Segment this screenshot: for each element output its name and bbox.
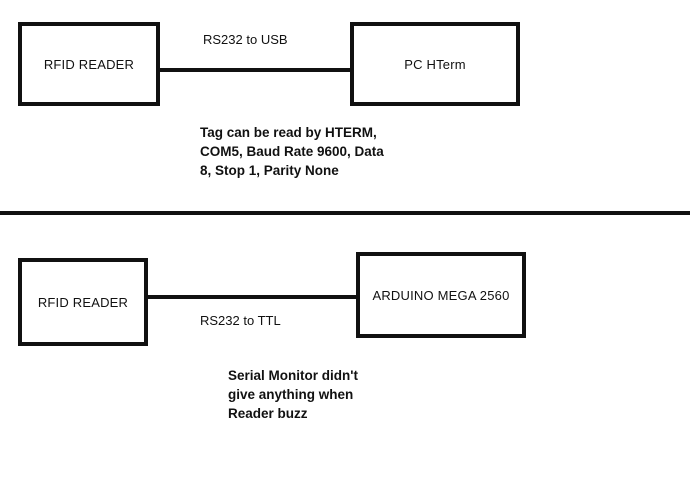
section-divider — [0, 211, 690, 215]
node-rfid-reader-bottom[interactable]: RFID READER — [18, 258, 148, 346]
node-label: ARDUINO MEGA 2560 — [372, 287, 510, 303]
node-label: RFID READER — [43, 56, 135, 72]
edge-label-rs232-to-ttl: RS232 to TTL — [200, 313, 281, 328]
annotation-serial-monitor-result: Serial Monitor didn't give anything when… — [228, 368, 358, 421]
node-pc-hterm[interactable]: PC HTerm — [350, 22, 520, 106]
edge-label-rs232-to-usb: RS232 to USB — [203, 32, 288, 47]
annotation-hterm-result: Tag can be read by HTERM, COM5, Baud Rat… — [200, 125, 384, 178]
node-rfid-reader-top[interactable]: RFID READER — [18, 22, 160, 106]
node-arduino-mega-2560[interactable]: ARDUINO MEGA 2560 — [356, 252, 526, 338]
node-label: RFID READER — [37, 294, 129, 310]
node-label: PC HTerm — [404, 56, 466, 72]
connector-rfid-to-pc-hterm — [158, 68, 352, 72]
connector-rfid-to-arduino — [146, 295, 358, 299]
